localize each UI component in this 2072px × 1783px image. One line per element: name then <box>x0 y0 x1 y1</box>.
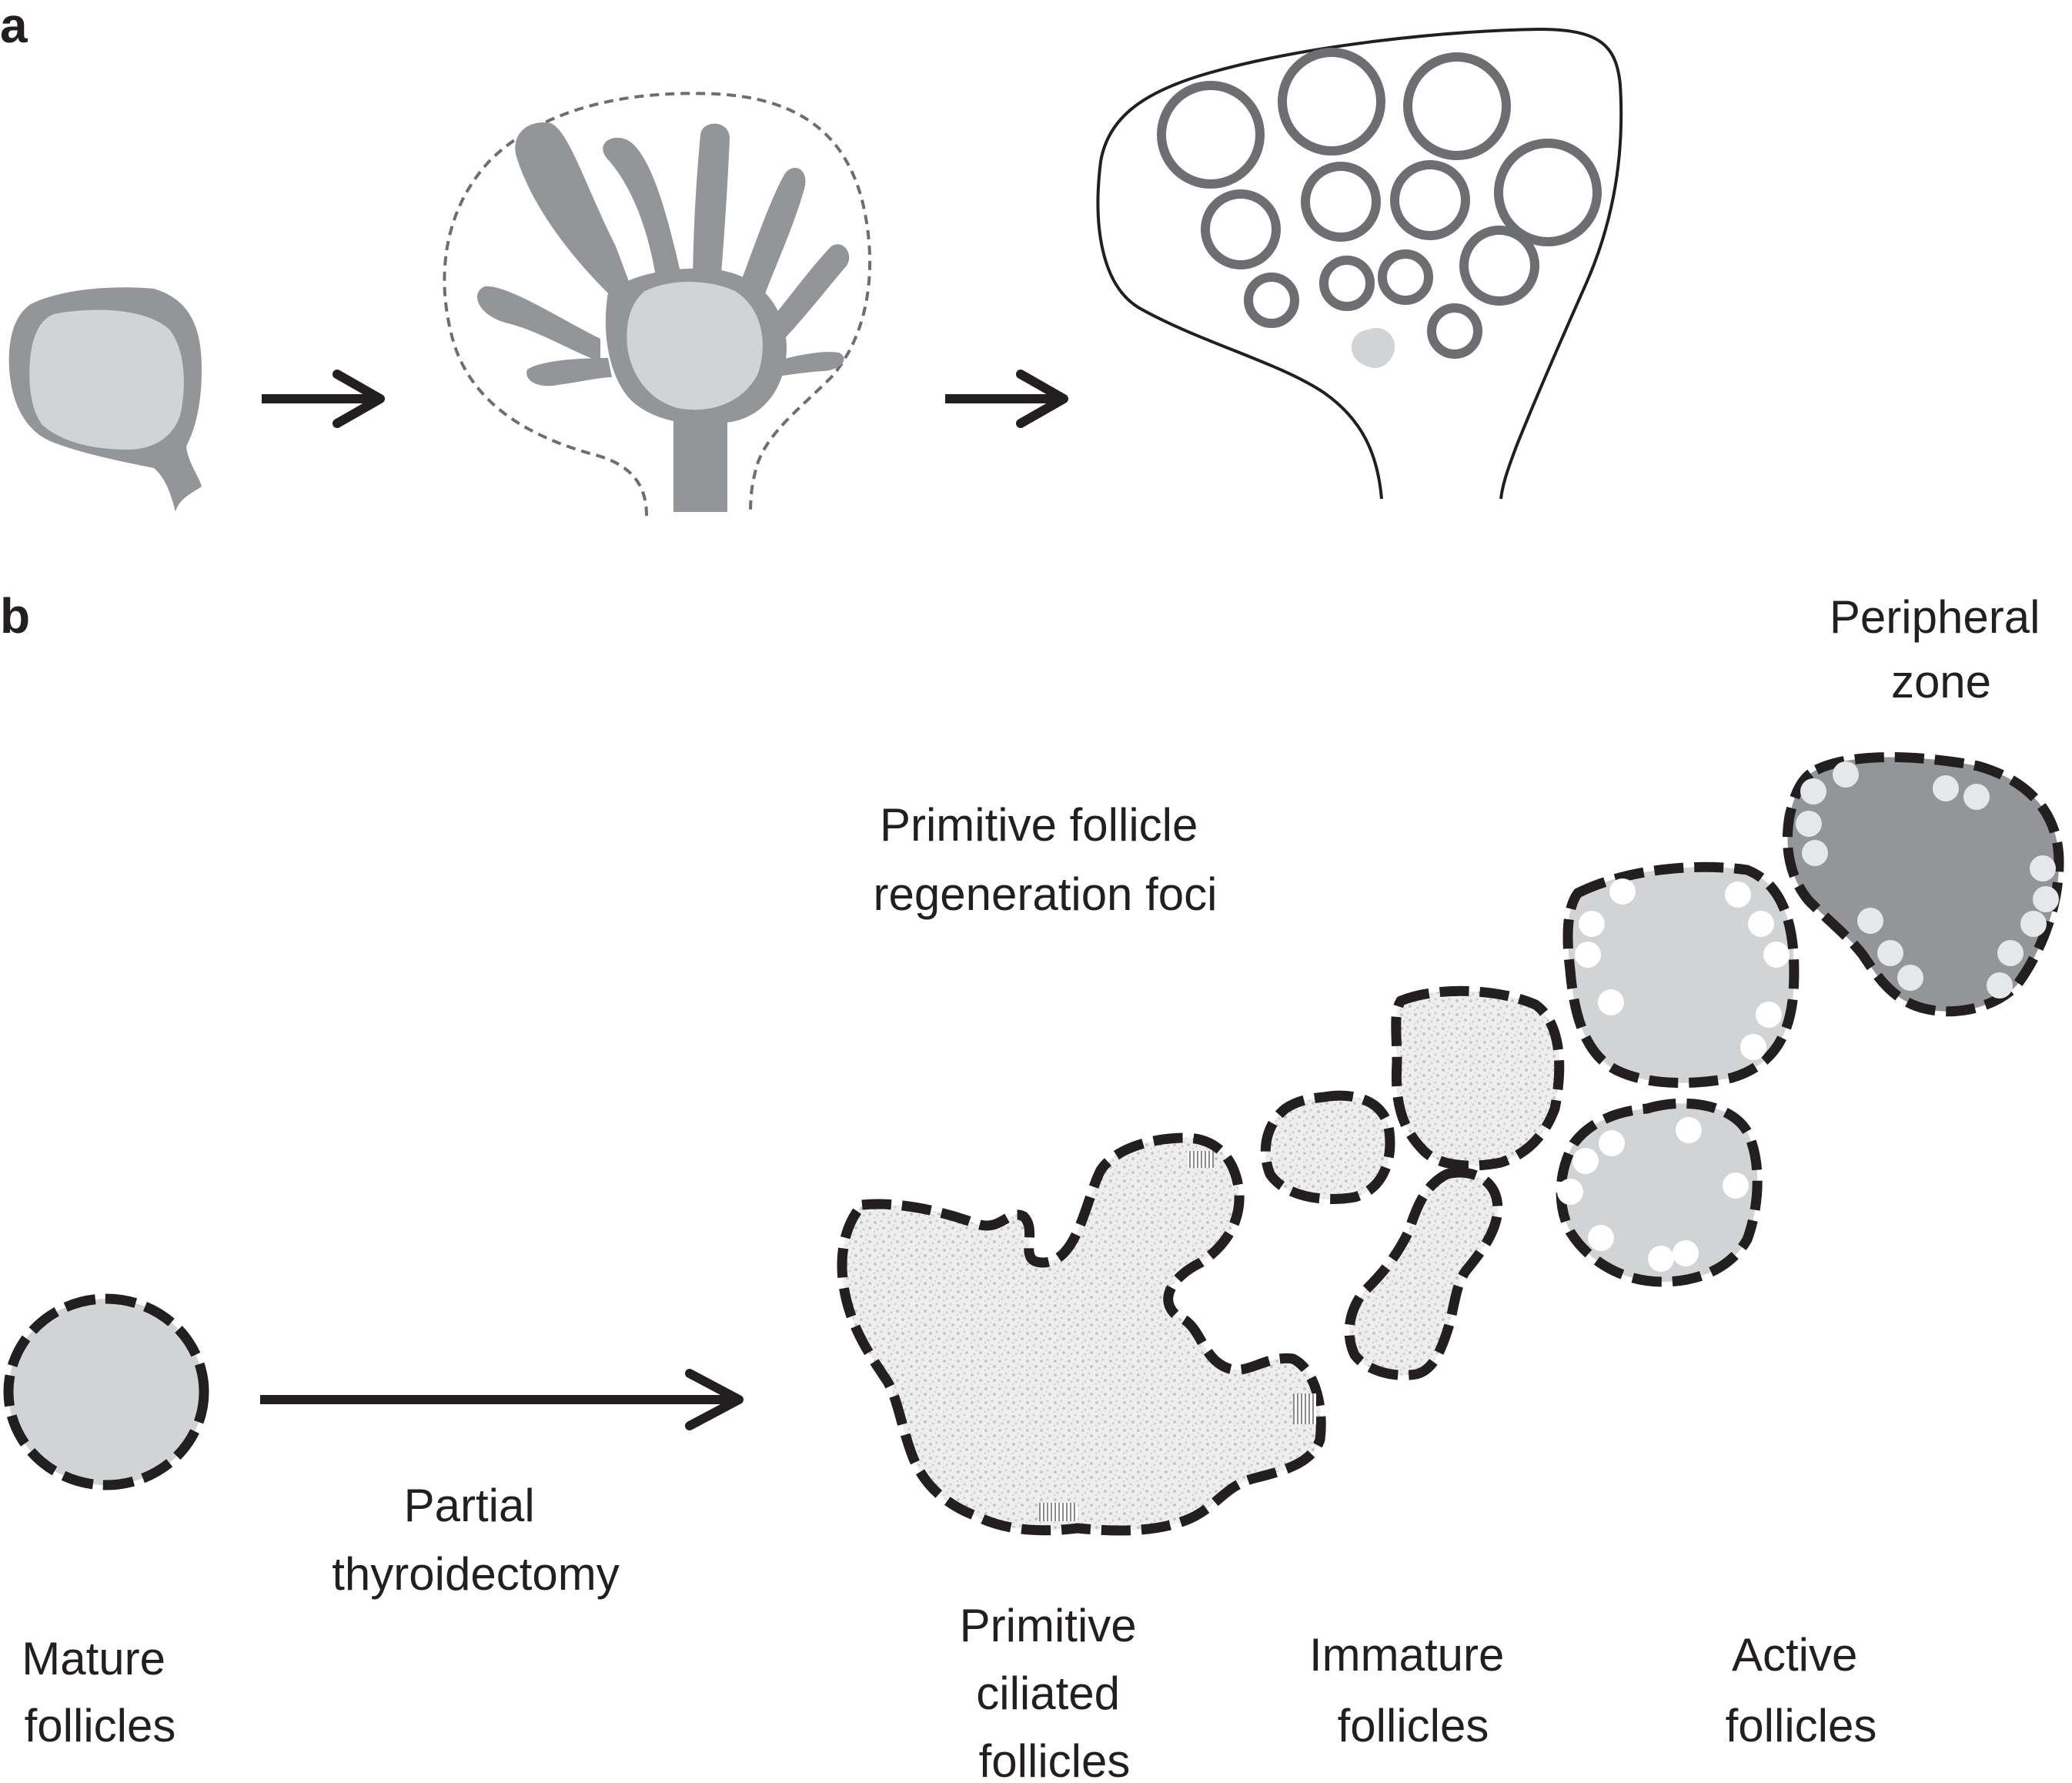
cilia-mark <box>1188 1151 1214 1168</box>
follicle-ring <box>1494 139 1602 246</box>
follicle-ring <box>1157 81 1265 189</box>
panel-b-label: b <box>0 588 30 644</box>
cilia-mark <box>1039 1503 1078 1521</box>
peripheral-zone-label: Peripheral zone <box>1830 591 2053 708</box>
arrow-right-icon <box>260 1369 744 1430</box>
arrow-right-icon <box>262 370 385 428</box>
follicle-ring <box>1378 249 1433 305</box>
panel-a-label: a <box>0 0 28 53</box>
branching-gland <box>443 92 872 517</box>
follicle-ring <box>1201 189 1281 269</box>
thyroid-bud <box>8 287 202 512</box>
cilia-mark <box>1293 1393 1316 1424</box>
follicle-ring <box>1390 160 1470 240</box>
follicle-ring <box>1278 48 1385 156</box>
follicle-ring <box>1319 256 1375 311</box>
follicle-ring <box>1301 162 1381 242</box>
mature-follicle <box>3 1293 209 1490</box>
immature-follicle <box>1391 985 1565 1171</box>
stage-label-active: Active follicles <box>1726 1629 1877 1751</box>
stage-label-immature: Immature follicles <box>1309 1629 1517 1751</box>
thyroid-lobe <box>1096 27 1623 500</box>
follicle-ring <box>1459 226 1539 306</box>
active-follicle <box>1562 861 1800 1089</box>
immature-follicle <box>1344 1167 1503 1380</box>
active-follicle <box>1556 1098 1763 1287</box>
follicle-ring <box>1427 303 1482 359</box>
peripheral-zone-follicle <box>1782 752 2064 1017</box>
stage-label-mature: Mature follicles <box>22 1633 178 1751</box>
small-solid-follicle <box>1351 328 1395 368</box>
follicle-ring <box>1244 273 1299 328</box>
immature-follicle <box>1260 1090 1395 1204</box>
dashed-capsule <box>443 92 872 517</box>
thyroidectomy-label: Partial thyroidectomy <box>332 1480 619 1600</box>
arrow-right-icon <box>945 370 1068 428</box>
follicle-ring <box>1403 52 1511 160</box>
primitive-ciliated-follicle <box>837 1132 1326 1536</box>
regeneration-foci-label: Primitive follicle regeneration foci <box>874 799 1218 920</box>
stage-label-primitive-ciliated: Primitive ciliated follicles <box>960 1600 1150 1783</box>
